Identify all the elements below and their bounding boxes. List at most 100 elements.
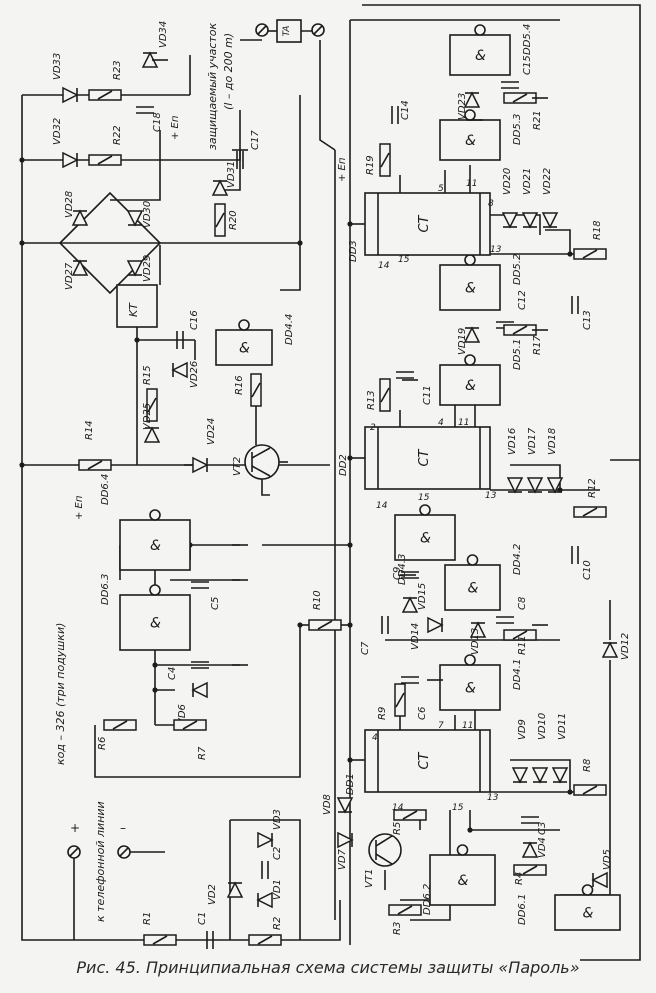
c3-label: C3 [537, 822, 548, 835]
r23-label: R23 [112, 60, 123, 80]
dd1-pin-15: 15 [452, 803, 464, 813]
vd1-label: VD1 [272, 879, 283, 900]
junction [134, 337, 140, 343]
terminal-plus: + [70, 821, 80, 835]
dd3-label: DD3 [348, 240, 359, 262]
diode-vd3 [257, 831, 274, 849]
vd20-label: VD20 [502, 168, 513, 195]
r19-label: R19 [365, 155, 376, 175]
vd33-label: VD33 [52, 53, 63, 80]
dd3-pin-5: 5 [438, 184, 444, 194]
wire [362, 4, 641, 961]
dd5_3-and-symbol: & [465, 133, 476, 149]
resistor-r8 [573, 784, 607, 796]
capacitor-c16 [176, 331, 184, 349]
resistor-r14 [78, 459, 112, 471]
diode-vd18 [546, 477, 564, 494]
vd27-label: VD27 [64, 262, 75, 290]
gate-dd4_1: & [439, 654, 501, 711]
dd2-label: DD2 [338, 454, 349, 476]
vd4-label: VD4 [537, 837, 548, 858]
resistor-r5 [393, 809, 427, 821]
vd29-label: VD29 [142, 255, 153, 282]
r20-label: R20 [228, 210, 239, 230]
counter-dd1: CT DD1 4 7 11 13 14 15 [345, 721, 499, 813]
capacitor-c11 [396, 371, 414, 379]
resistor-r10 [308, 619, 342, 631]
wire [22, 150, 241, 161]
vd24-label: VD24 [206, 418, 217, 445]
c14-label: C14 [400, 100, 411, 120]
capacitor-c18 [136, 106, 154, 114]
junction [347, 455, 353, 461]
c9-label: C9 [392, 567, 403, 580]
c8-label: C8 [517, 597, 528, 610]
transistor-vt2: VT2 [232, 444, 280, 480]
diode-vd17 [526, 477, 544, 494]
r2-label: R2 [272, 917, 283, 930]
dd3-pin-15: 15 [398, 255, 410, 265]
vd12-label: VD12 [620, 633, 631, 660]
diode-vd20 [501, 212, 519, 229]
dd6_3-and-symbol: & [150, 616, 161, 632]
resistor-r1 [143, 934, 177, 946]
power-label-c18: + Eп [170, 115, 181, 140]
diode-vd23 [463, 91, 481, 108]
vd21-label: VD21 [522, 168, 533, 195]
resistor-r11 [503, 629, 537, 641]
c16-label: C16 [189, 310, 200, 330]
note-phone-line: к телефонной линии [94, 801, 107, 922]
vd10-label: VD10 [537, 713, 548, 740]
diode-vd19 [463, 326, 481, 343]
c10-label: C10 [582, 560, 593, 580]
diode-vd21 [521, 212, 539, 229]
power-label-dd6: + Eп [74, 495, 85, 520]
vd3-label: VD3 [272, 809, 283, 830]
diode-vd6 [191, 681, 208, 699]
wire [110, 130, 161, 201]
dd3-pin-11: 11 [466, 179, 477, 189]
r17-label: R17 [532, 335, 543, 355]
vd7-label: VD7 [337, 848, 348, 870]
wire [230, 819, 301, 940]
dd4_2-and-symbol: & [468, 581, 479, 597]
dd2-pin-4: 4 [438, 418, 444, 428]
capacitor-c14 [391, 106, 399, 124]
resistor-r7 [173, 719, 207, 731]
diode-vd32 [62, 151, 79, 169]
vd11-label: VD11 [557, 713, 568, 740]
vd23-label: VD23 [457, 93, 468, 120]
resistor-r17 [503, 324, 537, 336]
diode-vd25 [143, 426, 161, 443]
vd30-label: VD30 [142, 201, 153, 228]
resistor-r12 [573, 506, 607, 518]
resistor-r22 [88, 154, 122, 166]
r16-label: R16 [234, 375, 245, 395]
vd15-label: VD15 [417, 583, 428, 610]
dd1-pin-14: 14 [392, 803, 404, 813]
dd5_4-label: DD5.4 [522, 24, 533, 55]
wire [410, 810, 451, 921]
resistor-r21 [503, 92, 537, 104]
counter-dd2: CT DD2 2 4 11 13 14 15 [338, 418, 497, 511]
diode-bridge [58, 191, 162, 295]
wire [510, 759, 571, 792]
r1-label: R1 [142, 912, 153, 925]
resistor-r2 [248, 934, 282, 946]
r6-label: R6 [97, 737, 108, 750]
vd13-label: VD13 [470, 628, 481, 655]
resistor-r6 [103, 719, 137, 731]
r12-label: R12 [587, 478, 598, 498]
gate-dd5_3: & [439, 109, 501, 161]
dd4_3-and-symbol: & [420, 531, 431, 547]
relay-kt-label: KT [127, 302, 140, 317]
gate-dd5_1: & [439, 354, 501, 406]
vd22-label: VD22 [542, 168, 553, 195]
dd4_1-and-symbol: & [465, 681, 476, 697]
dd4_4-label: DD4.4 [284, 314, 295, 345]
dd5_1-label: DD5.1 [512, 339, 523, 370]
capacitor-c13 [571, 296, 579, 314]
dd5_2-label: DD5.2 [512, 254, 523, 285]
junction [152, 687, 158, 693]
